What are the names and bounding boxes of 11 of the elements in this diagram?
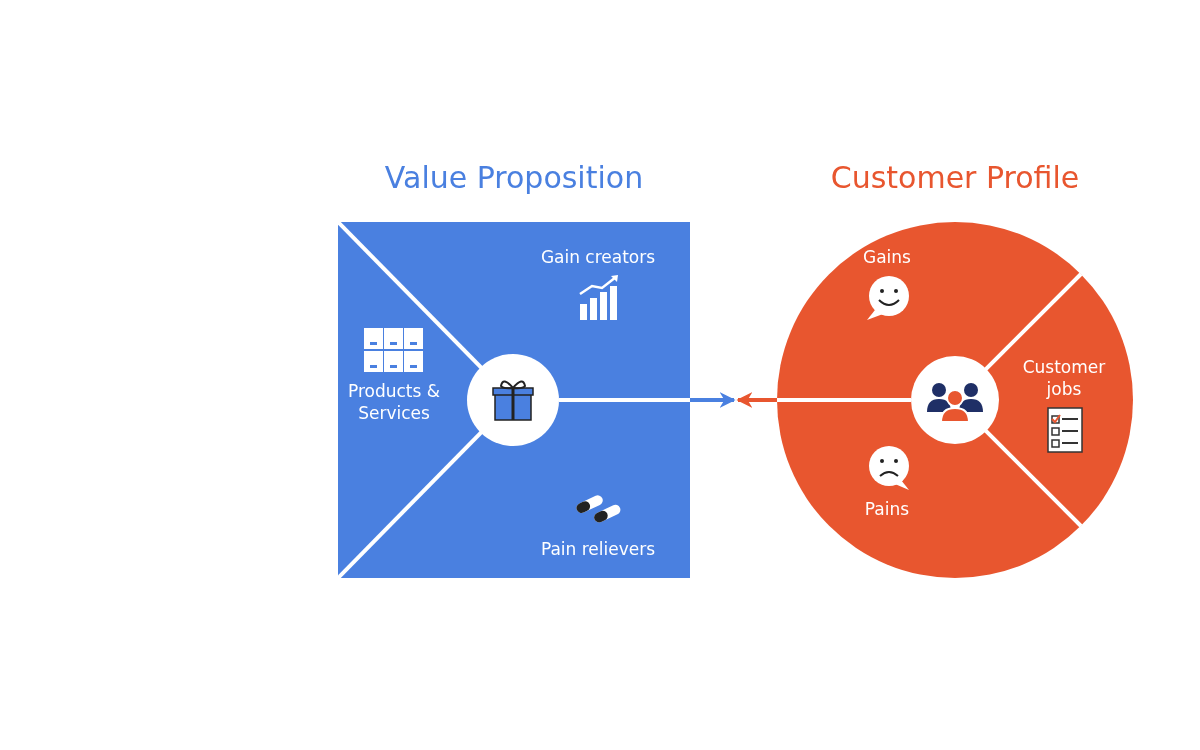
- region-label: Gains: [863, 246, 911, 269]
- region-label: Pains: [864, 498, 910, 521]
- section-heading: Value Proposition: [384, 160, 644, 195]
- region-label: Gain creators: [540, 246, 656, 269]
- region-label: Customer jobs: [1021, 356, 1107, 401]
- region-label: Pain relievers: [540, 538, 656, 561]
- region-label: Products & Services: [346, 380, 442, 425]
- arrow: [559, 392, 736, 408]
- section-heading: Customer Profile: [830, 160, 1080, 195]
- center-circle: [467, 354, 559, 446]
- arrow: [736, 392, 911, 408]
